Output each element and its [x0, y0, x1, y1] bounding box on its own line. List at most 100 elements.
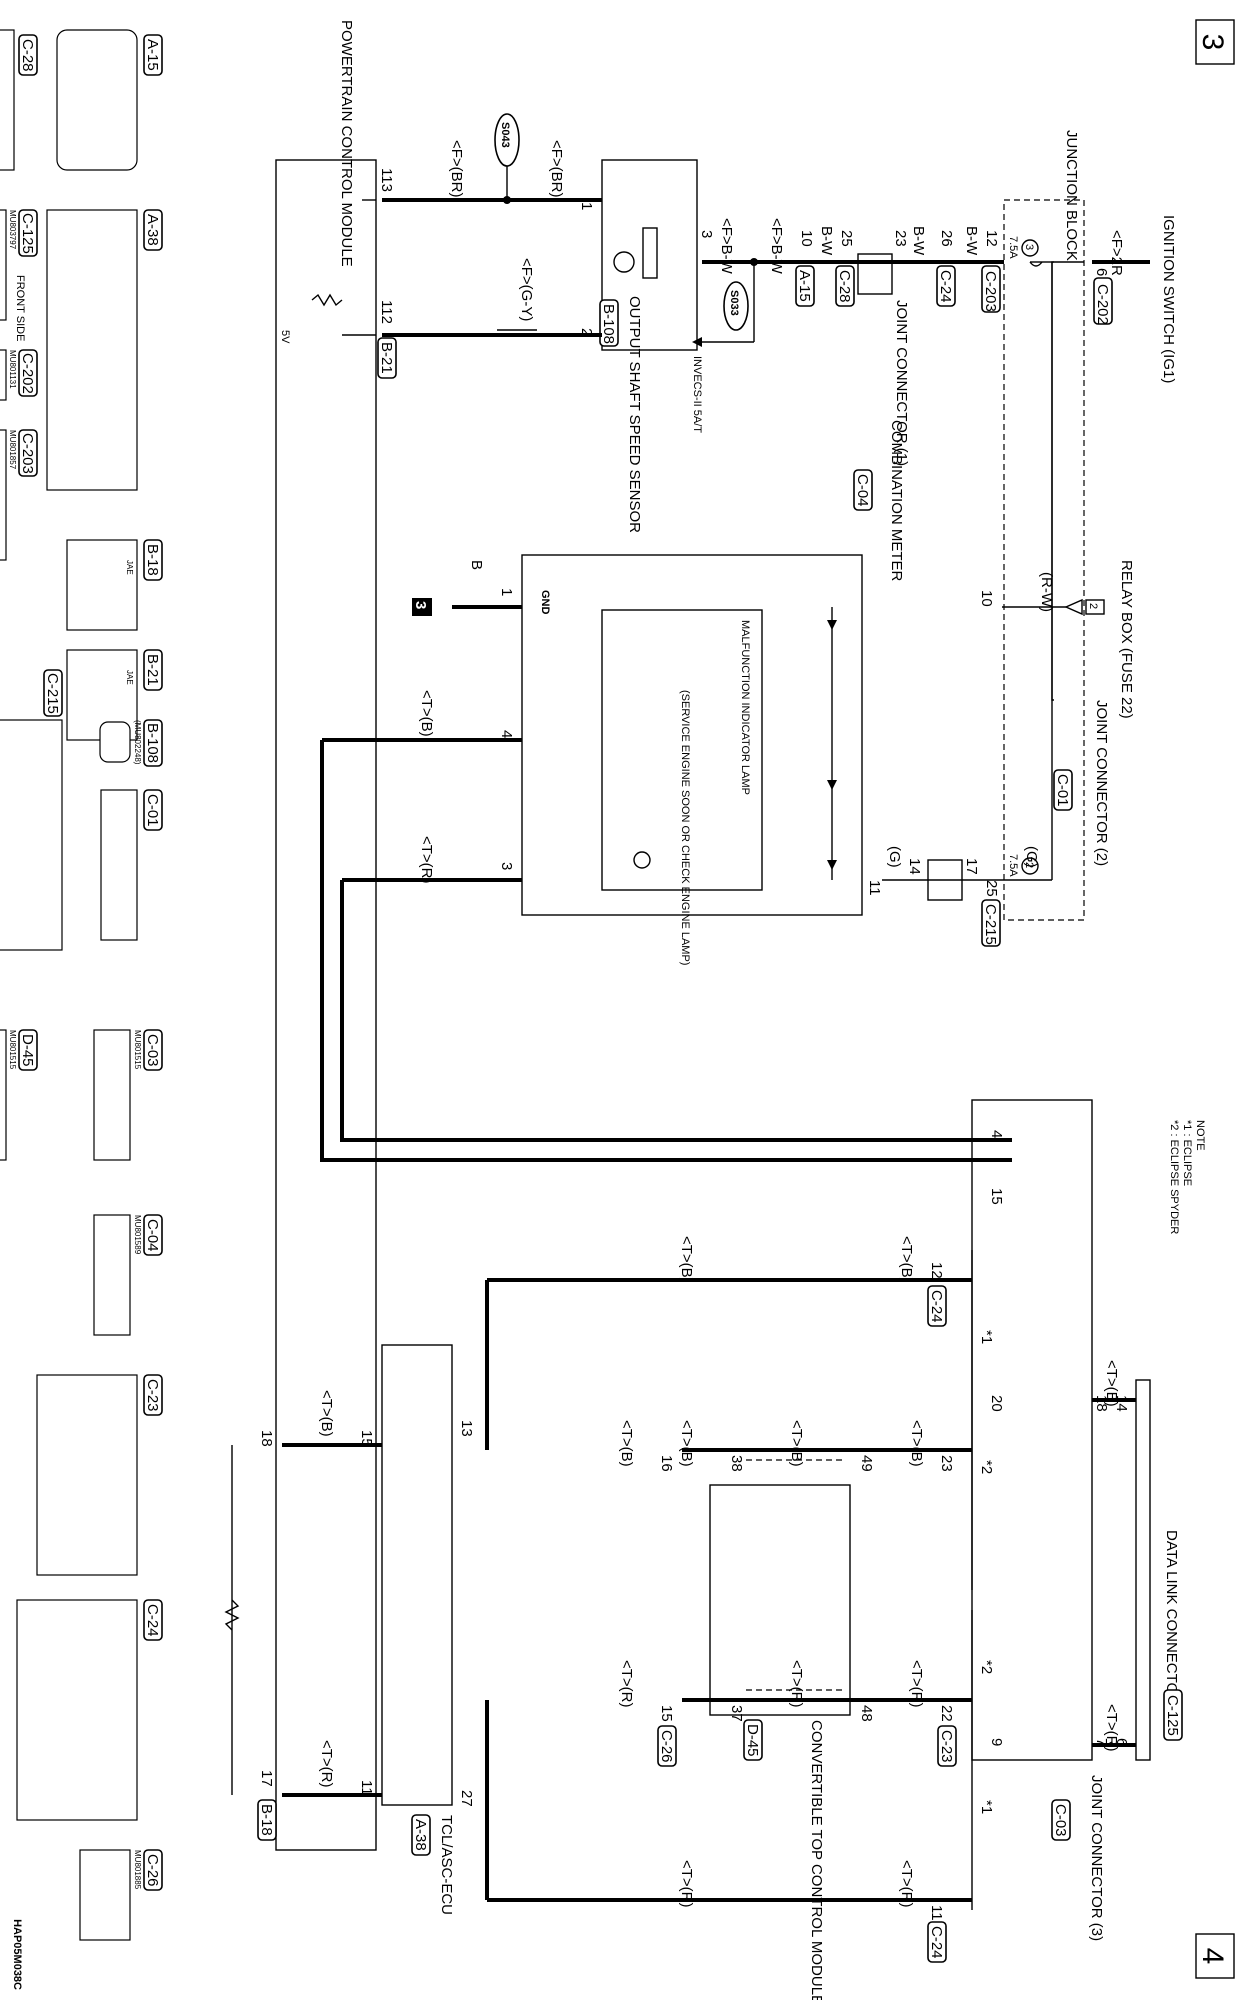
ignition-label: IGNITION SWITCH (IG1) [1160, 215, 1177, 383]
dlc-label: DATA LINK CONNECTOR [1163, 1530, 1180, 1705]
wire-tb-5: <T>(B) [788, 1420, 805, 1467]
pin15-c26: 15 [658, 1705, 675, 1722]
conn-b108-tag [599, 299, 619, 347]
junction-block-box [1003, 199, 1085, 921]
junction-block-label: JUNCTION BLOCK [1063, 130, 1080, 261]
legend-c202-part: MU801131 [8, 350, 17, 389]
combination-meter-box [521, 554, 863, 916]
jc3-pin20: 20 [988, 1395, 1005, 1412]
conn-c04-tag [853, 469, 873, 511]
wire-fbw-1: <F>B-W [768, 218, 785, 275]
tcl-pin15: 15 [358, 1430, 375, 1447]
legend-c26-tag [143, 1849, 163, 1891]
legend-d45-tag [18, 1029, 38, 1071]
wire-fgy: <F>(G-Y) [518, 258, 535, 321]
note-label: NOTE [1194, 1120, 1206, 1151]
conn-c203-label: C-203 [982, 271, 999, 312]
legend-c125-part: MU803797 [8, 210, 17, 250]
wire-tr-meter: <T>(R) [418, 836, 435, 884]
wire-bw-1: B-W [963, 226, 980, 256]
combination-meter-label: COMBINATION METER [888, 420, 905, 582]
pcm-pin113: 113 [378, 168, 395, 192]
legend-b21: B-21 [144, 654, 161, 686]
legend-c202: C-202 [19, 353, 36, 394]
conn-a15-tag [795, 265, 815, 307]
legend-c125-body [0, 209, 7, 321]
pin17-c01: 17 [963, 858, 980, 875]
pin10-a15: 10 [798, 230, 815, 247]
ctcm-pin49: 49 [858, 1455, 875, 1472]
legend-c215: C-215 [44, 673, 61, 714]
legend-b108-body [99, 721, 131, 763]
wire-tb-7: <T>(B) [318, 1390, 335, 1437]
legend-c04-tag [143, 1214, 163, 1256]
legend-b18-jae: JAE [125, 560, 134, 575]
oss-label: OUTPUT SHAFT SPEED SENSOR [626, 296, 643, 533]
pin14-c01: 14 [906, 858, 923, 875]
pin25-c215: 25 [983, 880, 1000, 897]
conn-c03-tag [1051, 1799, 1071, 1841]
splice-s033-label: S033 [728, 290, 740, 316]
ref-badge-box [412, 598, 432, 616]
relay-box-label: RELAY BOX (FUSE 22) [1118, 560, 1135, 719]
relay-num: 2 [1087, 603, 1099, 609]
ctcm-pin38: 38 [728, 1455, 745, 1472]
oss-pin1: 1 [578, 202, 595, 210]
fuse2-number: 2 [1023, 862, 1035, 868]
service-label: (SERVICE ENGINE SOON OR CHECK ENGINE LAM… [679, 690, 691, 965]
conn-c28-tag [835, 265, 855, 307]
diode-1 [827, 620, 837, 630]
dlc-box [1135, 1379, 1151, 1761]
invecs-label: INVECS-II 5A/T [691, 356, 703, 433]
relay-box-symbol [1064, 598, 1083, 616]
wire-tr-5: <T>(R) [678, 1860, 695, 1908]
pin23-c23: 23 [938, 1455, 955, 1472]
wire-tr-2: <T>(R) [788, 1660, 805, 1708]
legend-c04: C-04 [144, 1219, 161, 1252]
jc3-pin4: 4 [988, 1130, 1005, 1138]
pcm-pin112: 112 [378, 300, 395, 324]
conn-d45-label: D-45 [744, 1724, 761, 1757]
legend-b108-tag [143, 719, 163, 767]
pcm-resistor [311, 293, 343, 307]
legend-c215-tag [43, 669, 63, 717]
conn-c26-tag [657, 1725, 677, 1767]
tb-wire-route [320, 740, 1012, 1162]
pin23-c28: 23 [892, 230, 909, 247]
pcm-pin17: 17 [258, 1770, 275, 1787]
splice-s043-label: S043 [499, 122, 511, 148]
diode-3 [827, 860, 837, 870]
legend-c28: C-28 [19, 39, 36, 72]
jc3-pin9: 9 [988, 1738, 1005, 1746]
ctcm-label: CONVERTIBLE TOP CONTROL MODULE [808, 1720, 825, 2000]
legend-c03-part: MU801515 [133, 1030, 142, 1070]
meter-pin4: 4 [498, 730, 515, 738]
conn-c203-tag [981, 265, 1001, 313]
conn-c23-label: C-23 [938, 1730, 955, 1763]
legend-large-connector [0, 719, 63, 951]
wire-fbr-2: <F>(BR) [448, 140, 465, 198]
legend-a15-body [56, 29, 138, 171]
conn-a38-tag [411, 1814, 431, 1856]
meter-pin10: 10 [978, 590, 995, 607]
splice-s033-pill [723, 281, 749, 331]
pin25-c28: 25 [838, 230, 855, 247]
pin12-c203: 12 [983, 230, 1000, 247]
conn-c03-label: C-03 [1052, 1804, 1069, 1837]
conn-c24-tag-top [936, 265, 956, 307]
conn-b18-label: B-18 [258, 1804, 275, 1836]
legend-a38-tag [143, 209, 163, 251]
jc3-pin7: 7 [1093, 1738, 1110, 1746]
fuse3-number: 3 [1023, 244, 1035, 250]
wire-tb-meter: <T>(B) [418, 690, 435, 737]
conn-c24-label-top: C-24 [937, 270, 954, 303]
legend-c28-tag [18, 34, 38, 76]
pin12-c24: 12 [928, 1262, 945, 1279]
ref-badge: 3 [412, 601, 429, 609]
legend-b18-tag [143, 539, 163, 581]
conn-c24-tag-b [927, 1921, 947, 1963]
conn-b108-label: B-108 [600, 304, 617, 344]
wire-tr-4: <T>(R) [898, 1860, 915, 1908]
wire-g-2: (G) [886, 846, 903, 868]
conn-c202-tag [1093, 277, 1113, 325]
